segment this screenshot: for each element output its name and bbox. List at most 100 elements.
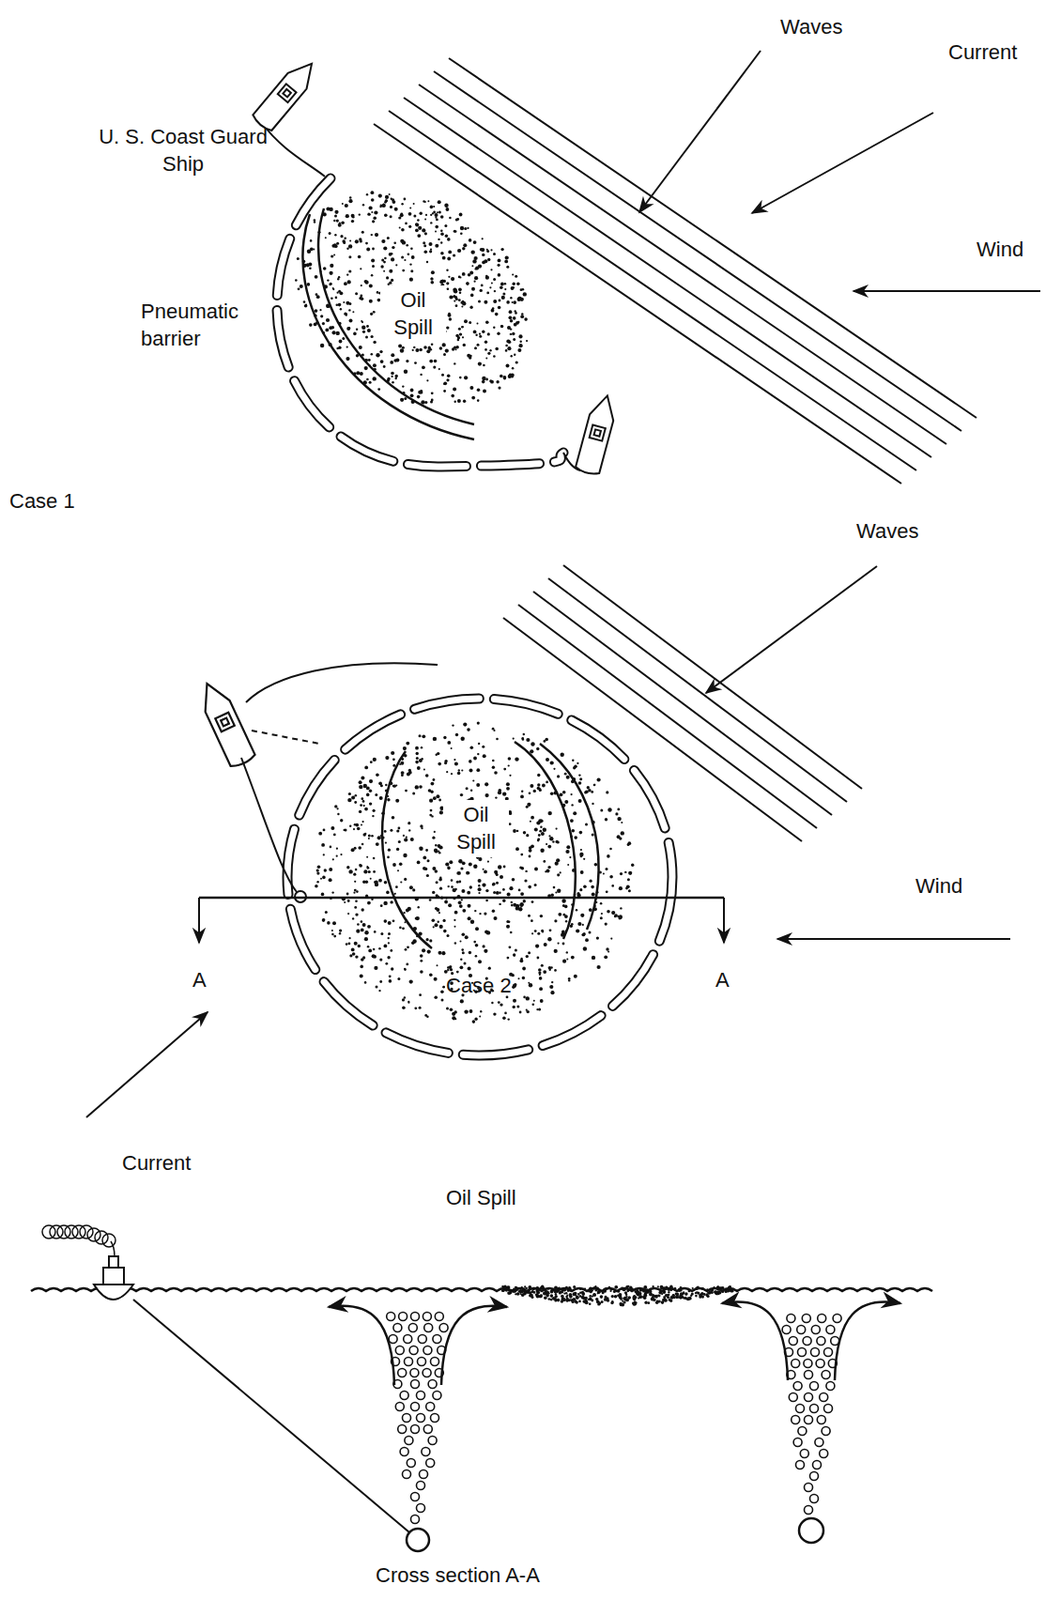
oil-dot (368, 358, 371, 362)
oil-dot (341, 202, 344, 205)
oil-dot (358, 345, 363, 350)
oil-dot (349, 240, 352, 243)
oil-dot (657, 1285, 660, 1288)
oil-dot (604, 817, 608, 821)
oil-dot (454, 941, 457, 944)
oil-dot (430, 270, 435, 275)
oil-dot (369, 381, 372, 385)
oil-dot (502, 791, 507, 796)
oil-dot (546, 1294, 550, 1298)
oil-dot (332, 858, 335, 861)
oil-dot (520, 795, 524, 800)
oil-dot (528, 792, 532, 796)
oil-dot (381, 258, 385, 262)
oil-dot (446, 866, 450, 870)
oil-dot (545, 843, 548, 846)
oil-dot (360, 928, 365, 933)
oil-dot (628, 1295, 631, 1299)
oil-dot (405, 244, 409, 247)
oil-dot (498, 903, 501, 906)
oil-dot (644, 1301, 647, 1305)
oil-dot (475, 334, 477, 337)
oil-dot (391, 375, 394, 378)
oil-dot (638, 1294, 643, 1299)
oil-dot (488, 967, 492, 970)
oil-dot (538, 986, 543, 991)
oil-dot (553, 919, 557, 923)
oil-dot (525, 833, 529, 837)
oil-dot (492, 307, 495, 310)
oil-dot (495, 881, 499, 885)
oil-dot (594, 862, 599, 867)
oil-dot (418, 1006, 422, 1010)
oil-dot (380, 264, 384, 268)
oil-dot (392, 199, 397, 204)
oil-dot (322, 322, 325, 325)
oil-dot (460, 232, 463, 236)
oil-dot (616, 816, 621, 821)
oil-dot (415, 348, 419, 353)
oil-dot (571, 759, 574, 762)
oil-dot (401, 1006, 406, 1011)
oil-dot (384, 195, 389, 200)
oil-dot (399, 862, 403, 867)
oil-dot (500, 324, 504, 328)
oil-dot (507, 346, 511, 351)
oil-dot (494, 796, 497, 799)
oil-dot (481, 330, 485, 334)
oil-dot (322, 853, 325, 856)
oil-dot (512, 953, 516, 957)
oil-dot (434, 213, 439, 217)
oil-dot (443, 389, 446, 393)
oil-dot (599, 809, 603, 813)
oil-dot (445, 770, 448, 773)
oil-dot (554, 1292, 557, 1295)
oil-dot (466, 227, 469, 230)
oil-dot (550, 990, 554, 995)
oil-dot (321, 843, 325, 847)
oil-dot (492, 909, 495, 913)
oil-dot (429, 938, 432, 942)
oil-dot (408, 829, 411, 831)
oil-dot (332, 921, 337, 925)
oil-dot (623, 1297, 627, 1301)
oil-dot (533, 999, 536, 1002)
oil-dot (330, 826, 335, 831)
oil-dot (419, 373, 422, 376)
oil-dot (439, 924, 444, 929)
oil-dot (694, 1294, 698, 1298)
oil-dot (366, 378, 370, 382)
oil-dot (550, 791, 554, 796)
oil-dot (372, 376, 377, 381)
oil-dot (607, 950, 610, 953)
oil-dot (438, 210, 442, 214)
oil-dot (394, 892, 397, 895)
oil-dot (432, 366, 436, 370)
oil-dot (349, 196, 353, 200)
oil-dot (490, 268, 493, 271)
oil-dot (320, 877, 323, 880)
oil-dot (435, 794, 440, 799)
oil-dot (462, 243, 467, 247)
oil-dot (441, 951, 446, 955)
oil-dot (399, 763, 401, 766)
oil-dot (578, 781, 583, 785)
oil-dot (460, 965, 464, 969)
oil-dot (701, 1295, 705, 1299)
oil-dot (370, 190, 375, 195)
oil-dot (553, 768, 555, 770)
oil-dot (355, 929, 360, 934)
oil-dot (382, 203, 386, 208)
oil-dot (460, 940, 462, 943)
oil-dot (461, 300, 464, 304)
oil-dot (547, 937, 552, 941)
oil-dot (415, 746, 419, 751)
oil-dot (432, 925, 435, 928)
oil-dot (564, 905, 569, 909)
oil-dot (445, 207, 450, 212)
oil-dot (448, 860, 453, 864)
oil-dot (444, 224, 447, 228)
oil-dot (511, 273, 514, 276)
oil-dot (380, 204, 383, 207)
coast-guard-ship (574, 392, 619, 477)
